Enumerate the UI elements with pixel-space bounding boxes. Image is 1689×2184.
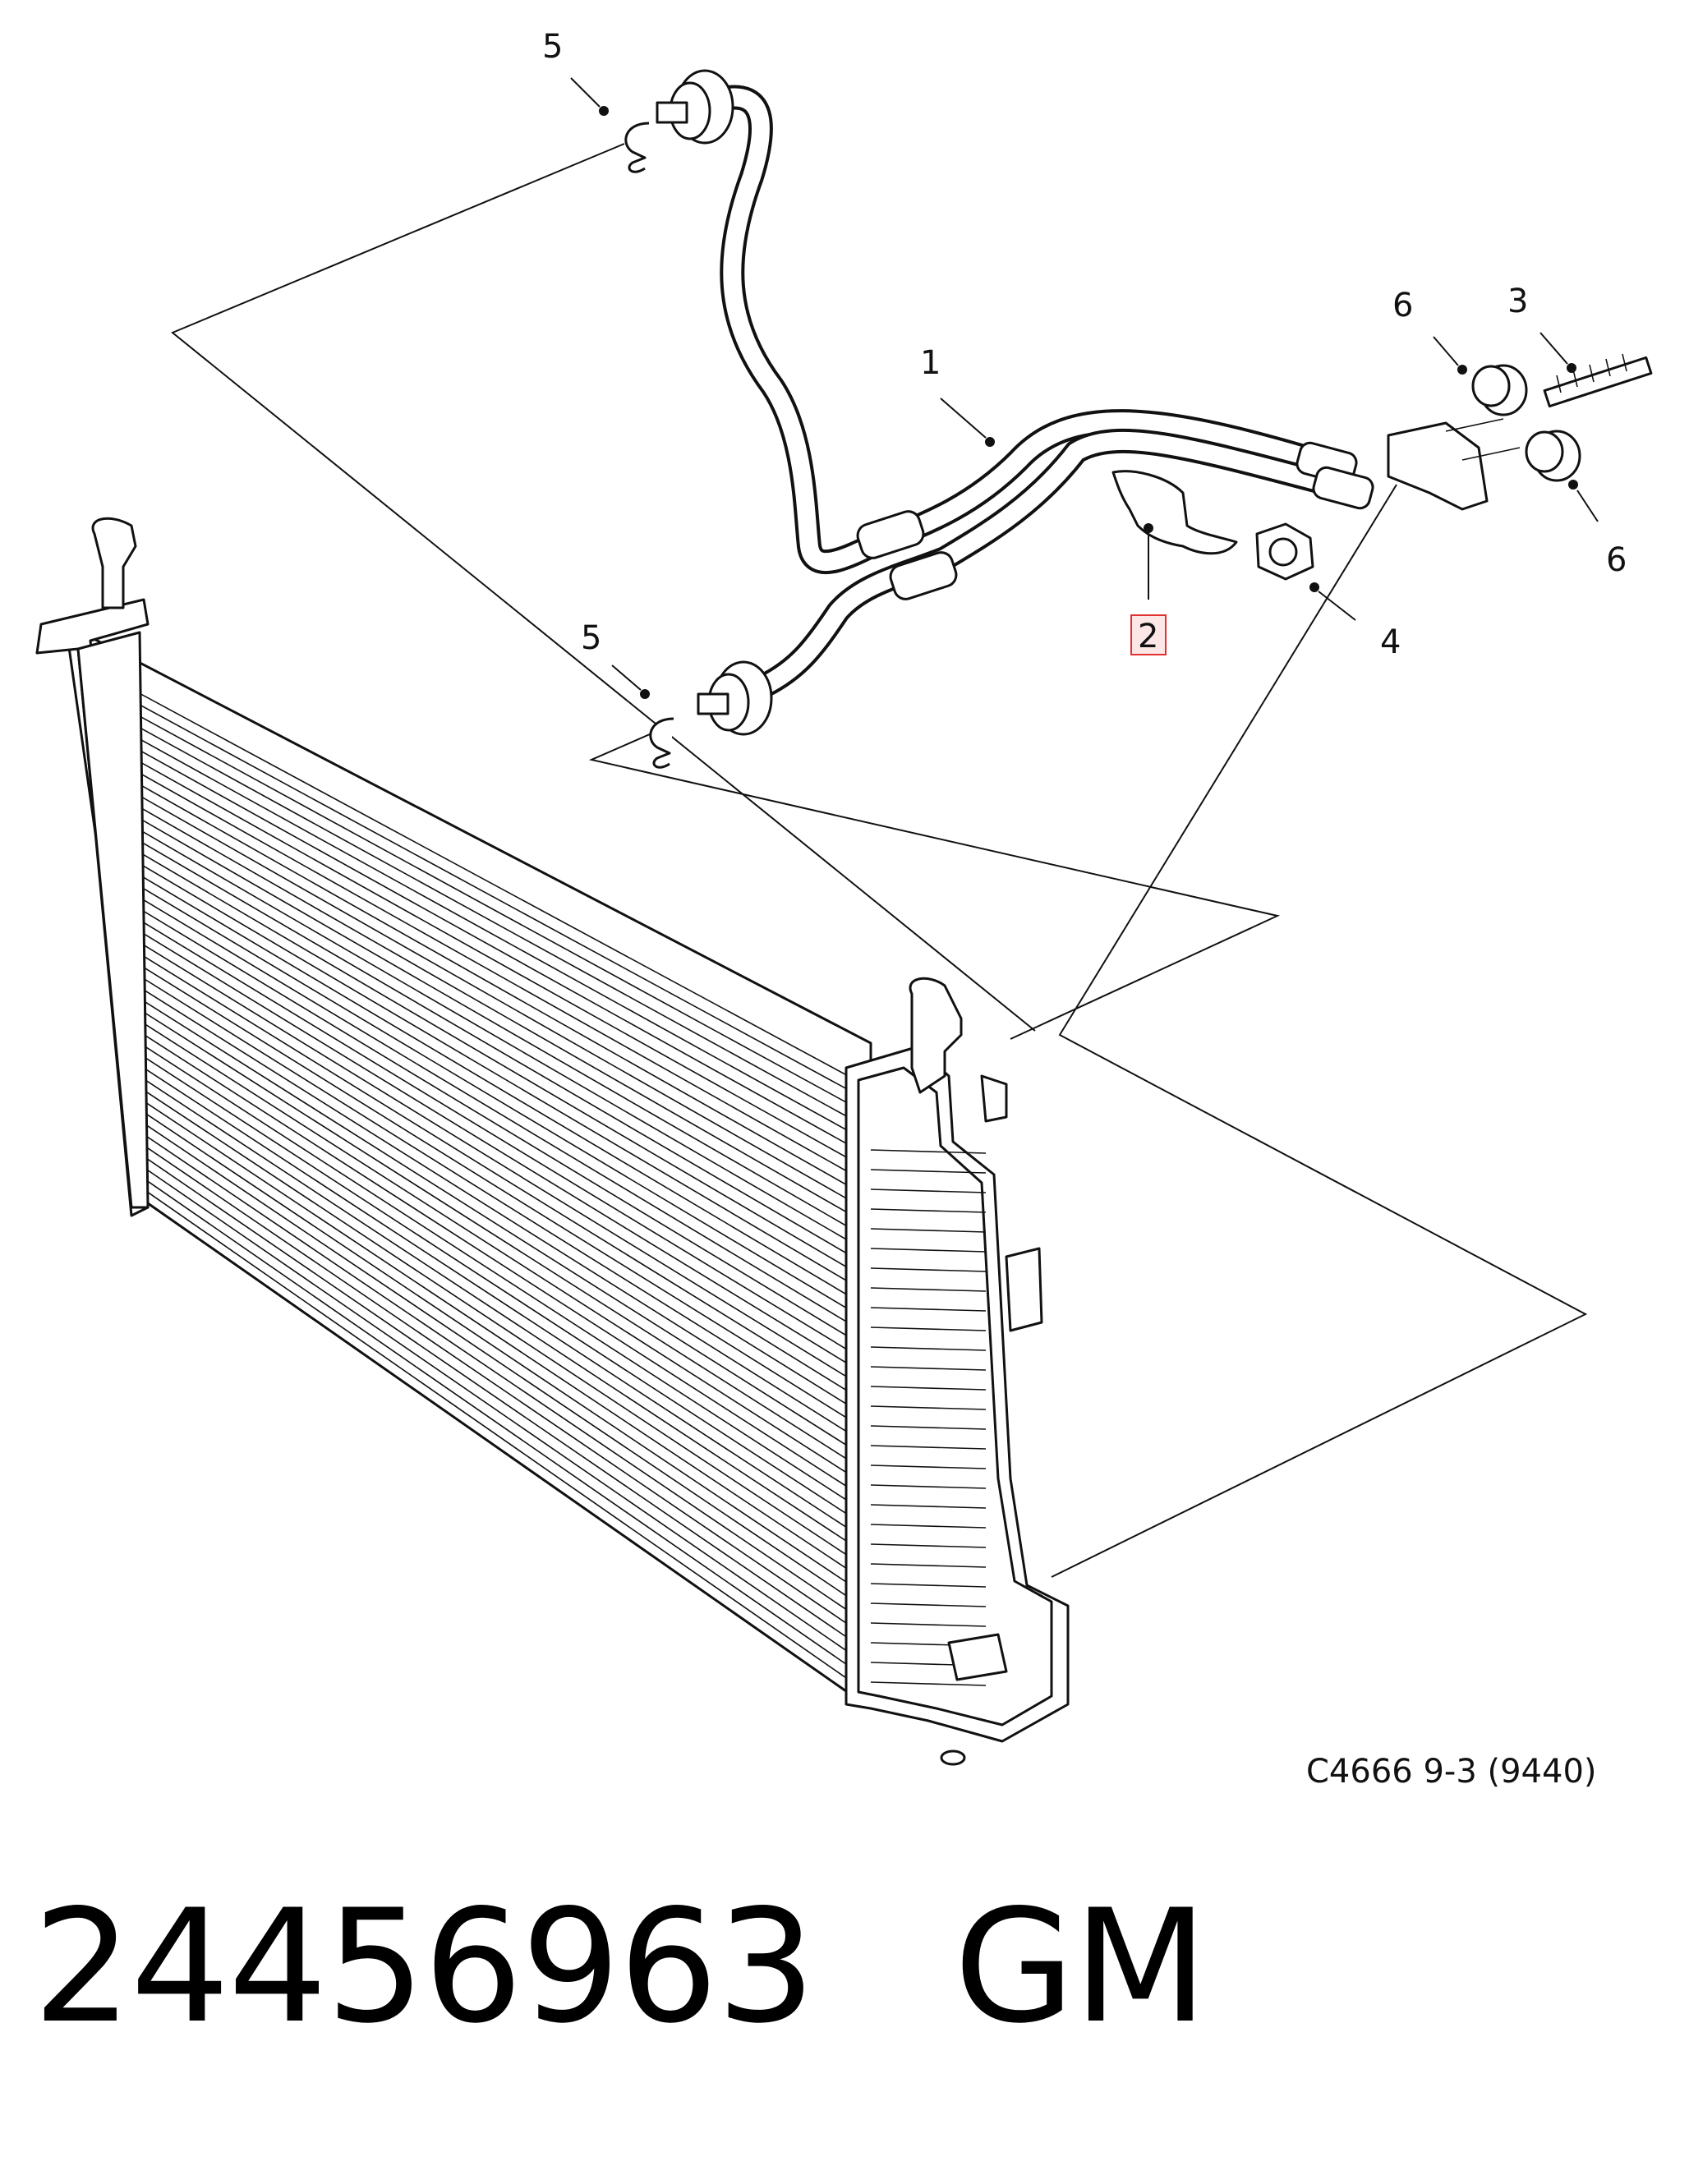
callout-5-mid: 5 [581,619,601,657]
callout-3: 3 [1507,283,1528,320]
callout-leaders [570,77,1599,699]
callout-4: 4 [1380,623,1401,661]
bushing-lower [1525,430,1581,482]
callout-1: 1 [920,344,941,382]
callout-2: 2 [1138,618,1158,655]
bushing-upper [1471,364,1528,416]
callout-6-right: 6 [1606,541,1627,579]
diagram-code: C4666 9-3 (9440) [1306,1753,1597,1791]
callout-2-highlight [1130,614,1167,655]
clip-mid [649,717,674,769]
clip-top [624,122,650,173]
callout-5-top: 5 [542,28,563,66]
alignment-lines [171,143,1588,1578]
part-number: 24456963 [33,1876,816,2058]
nut [1255,522,1314,581]
callout-6-left: 6 [1392,287,1413,324]
radiator-fins [79,660,859,1687]
radiator [35,517,1070,1766]
tank-ribs [870,1149,987,1686]
grommet [1111,470,1238,555]
cooler-pipe-assembly [656,69,1521,736]
stud [1543,353,1653,408]
brand-name: GM [954,1876,1208,2058]
